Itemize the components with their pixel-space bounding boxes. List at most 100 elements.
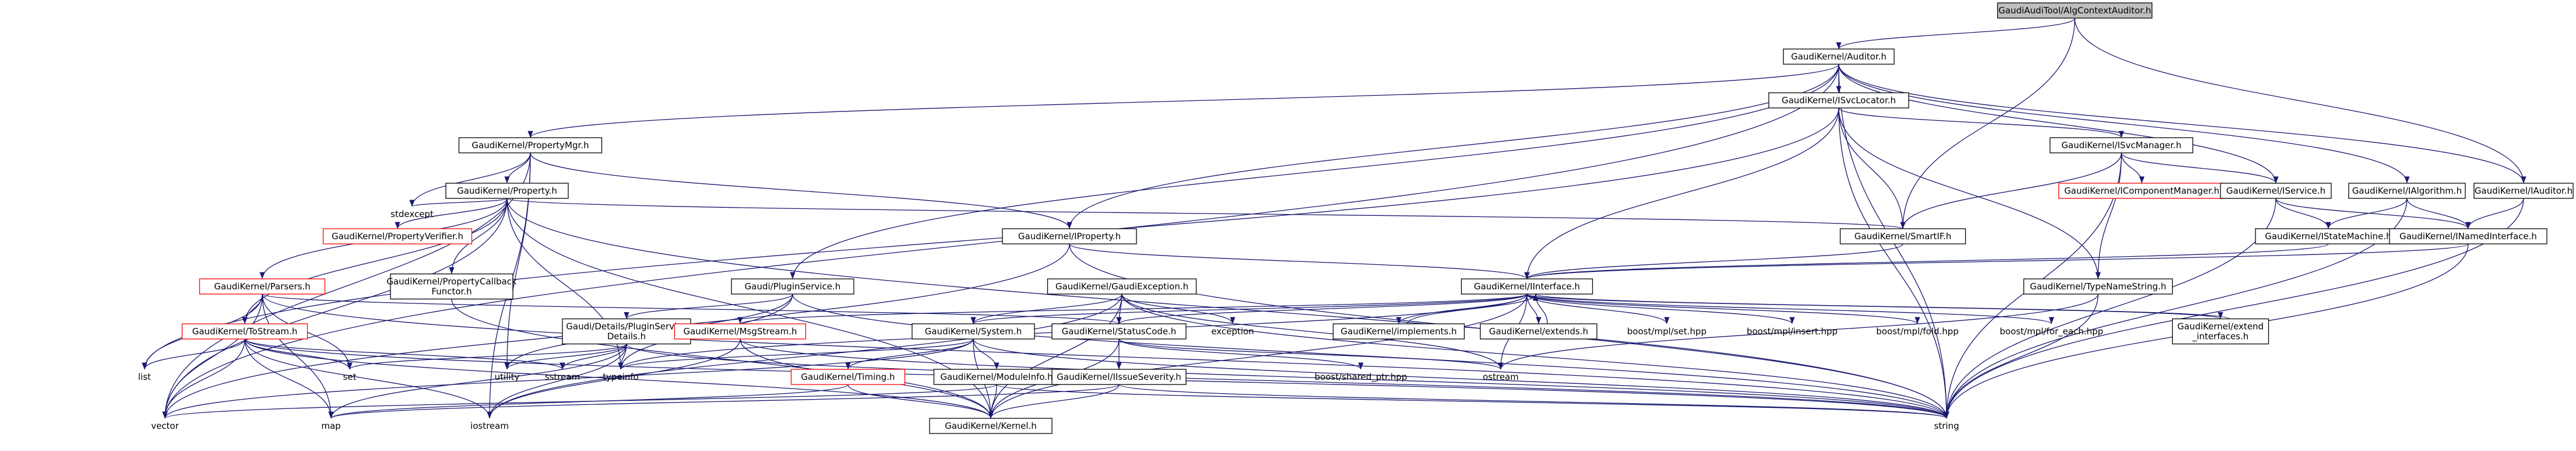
edge-tostream-kernel bbox=[244, 338, 994, 419]
edge-iinterface-statuscode bbox=[1116, 293, 1528, 324]
node-box bbox=[199, 278, 326, 295]
node-auditor[interactable]: GaudiKernel/Auditor.h bbox=[1783, 48, 1895, 65]
node-box bbox=[458, 137, 603, 153]
edge-msgstream-iostream bbox=[487, 338, 741, 419]
node-box bbox=[912, 323, 1035, 340]
node-iservice[interactable]: GaudiKernel/IService.h bbox=[2220, 183, 2332, 199]
edge-iissueseverity-string bbox=[1118, 384, 1949, 419]
node-kernel[interactable]: GaudiKernel/Kernel.h bbox=[929, 418, 1053, 434]
node-label: boost/mpl/insert.hpp bbox=[1747, 326, 1838, 337]
node-property[interactable]: GaudiKernel/Property.h bbox=[445, 183, 569, 199]
node-vector: vector bbox=[151, 421, 179, 431]
edge-pluginservice-details bbox=[624, 293, 793, 319]
edge-iinterface-extends bbox=[1526, 293, 1542, 324]
edge-parsers-string bbox=[262, 293, 1949, 419]
node-label: GaudiKernel/INamedInterface.h bbox=[2399, 231, 2537, 242]
node-box bbox=[2255, 228, 2402, 244]
node-label: list bbox=[138, 372, 151, 382]
node-box bbox=[1997, 2, 2153, 19]
node-propmgr[interactable]: GaudiKernel/PropertyMgr.h bbox=[458, 137, 603, 153]
node-label: boost/shared_ptr.hpp bbox=[1315, 372, 1407, 383]
node-label: map bbox=[321, 421, 340, 431]
node-box bbox=[731, 278, 854, 295]
node-label: typeinfo bbox=[603, 372, 639, 382]
node-iostream: iostream bbox=[470, 421, 509, 431]
node-parsers[interactable]: GaudiKernel/Parsers.h bbox=[199, 278, 326, 295]
node-box bbox=[1839, 228, 1966, 244]
node-ialgorithm[interactable]: GaudiKernel/IAlgorithm.h bbox=[2348, 183, 2466, 199]
node-label: utility bbox=[495, 372, 520, 382]
edge-system-vector bbox=[162, 338, 974, 419]
node-label: GaudiKernel/IProperty.h bbox=[1018, 231, 1121, 242]
edge-svclocator-smartif bbox=[1838, 107, 1906, 229]
edge-typenamestring-string bbox=[1944, 293, 2099, 419]
edge-system-moduleinfo bbox=[973, 338, 1000, 370]
node-gaudiexception[interactable]: GaudiKernel/GaudiException.h bbox=[1047, 278, 1197, 295]
node-isvcmgr[interactable]: GaudiKernel/ISvcManager.h bbox=[2049, 137, 2194, 153]
edge-details-utility bbox=[504, 344, 627, 370]
node-istatemachine[interactable]: GaudiKernel/IStateMachine.h bbox=[2255, 228, 2402, 244]
edge-iinterface-mplforeach bbox=[1526, 293, 2054, 324]
node-pluginservice[interactable]: Gaudi/PluginService.h bbox=[731, 278, 854, 295]
node-root[interactable]: GaudiAudiTool/AlgContextAuditor.h bbox=[1997, 2, 2153, 19]
edge-property-propverifier bbox=[395, 198, 508, 229]
edges-layer bbox=[142, 18, 2526, 419]
node-mplforeach: boost/mpl/for_each.hpp bbox=[2000, 326, 2103, 337]
node-label: sstream bbox=[545, 372, 580, 382]
node-label: GaudiKernel/implements.h bbox=[1340, 326, 1456, 337]
node-box bbox=[933, 369, 1060, 385]
node-box bbox=[674, 323, 807, 340]
edge-iproperty-iinterface bbox=[1069, 243, 1530, 279]
node-box bbox=[2023, 278, 2173, 295]
node-label: GaudiKernel/IComponentManager.h bbox=[2064, 186, 2219, 196]
node-timing[interactable]: GaudiKernel/Timing.h bbox=[790, 369, 906, 385]
node-label: GaudiKernel/TypeNameString.h bbox=[2030, 281, 2166, 292]
node-smartif[interactable]: GaudiKernel/SmartIF.h bbox=[1839, 228, 1966, 244]
node-mplinsert: boost/mpl/insert.hpp bbox=[1747, 326, 1838, 337]
node-box bbox=[2049, 137, 2194, 153]
node-extends[interactable]: GaudiKernel/extends.h bbox=[1480, 323, 1597, 340]
node-iissueseverity[interactable]: GaudiKernel/IIssueSeverity.h bbox=[1051, 369, 1187, 385]
node-system[interactable]: GaudiKernel/System.h bbox=[912, 323, 1035, 340]
edge-system-typeinfo bbox=[618, 338, 974, 370]
edge-statuscode-ostream bbox=[1118, 338, 1504, 370]
node-svclocator[interactable]: GaudiKernel/ISvcLocator.h bbox=[1768, 92, 1909, 109]
edge-pluginservice-string bbox=[792, 293, 1949, 419]
edge-svclocator-list bbox=[142, 107, 1839, 370]
node-msgstream[interactable]: GaudiKernel/MsgStream.h bbox=[674, 323, 807, 340]
node-label: GaudiKernel/IInterface.h bbox=[1474, 281, 1580, 292]
node-utility: utility bbox=[495, 372, 520, 382]
node-iinterface[interactable]: GaudiKernel/IInterface.h bbox=[1461, 278, 1593, 295]
node-implements[interactable]: GaudiKernel/implements.h bbox=[1332, 323, 1465, 340]
node-propverifier[interactable]: GaudiKernel/PropertyVerifier.h bbox=[322, 228, 473, 244]
edge-details-string bbox=[626, 344, 1949, 419]
edge-iinterface-kernel bbox=[988, 293, 1528, 419]
node-box bbox=[1002, 228, 1137, 244]
node-iproperty[interactable]: GaudiKernel/IProperty.h bbox=[1002, 228, 1137, 244]
node-box bbox=[1783, 48, 1895, 65]
edge-gaudiexception-system bbox=[970, 293, 1122, 324]
edge-parsers-statuscode bbox=[262, 293, 1121, 324]
edge-tostream-set bbox=[244, 338, 353, 370]
node-statuscode[interactable]: GaudiKernel/StatusCode.h bbox=[1051, 323, 1187, 340]
node-typenamestring[interactable]: GaudiKernel/TypeNameString.h bbox=[2023, 278, 2173, 295]
edge-iinterface-mplinsert bbox=[1526, 293, 1795, 324]
node-label: GaudiKernel/IIssueSeverity.h bbox=[1057, 372, 1181, 382]
node-inamedinterface[interactable]: GaudiKernel/INamedInterface.h bbox=[2389, 228, 2547, 244]
node-extendifaces[interactable]: GaudiKernel/extend_interfaces.h bbox=[2172, 318, 2269, 345]
node-moduleinfo[interactable]: GaudiKernel/ModuleInfo.h bbox=[933, 369, 1060, 385]
node-label: GaudiKernel/extend_interfaces.h bbox=[2177, 321, 2264, 342]
edge-isvcmgr-icompmgr bbox=[2121, 152, 2145, 184]
node-iauditor[interactable]: GaudiKernel/IAuditor.h bbox=[2473, 183, 2574, 199]
node-tostream[interactable]: GaudiKernel/ToStream.h bbox=[181, 323, 308, 340]
node-label: GaudiKernel/ISvcManager.h bbox=[2061, 140, 2181, 151]
edge-tostream-list bbox=[142, 338, 245, 370]
node-label: GaudiKernel/GaudiException.h bbox=[1055, 281, 1188, 292]
node-icompmgr[interactable]: GaudiKernel/IComponentManager.h bbox=[2058, 183, 2226, 199]
node-label: GaudiKernel/extends.h bbox=[1489, 326, 1588, 337]
edge-moduleinfo-vector bbox=[162, 384, 997, 419]
